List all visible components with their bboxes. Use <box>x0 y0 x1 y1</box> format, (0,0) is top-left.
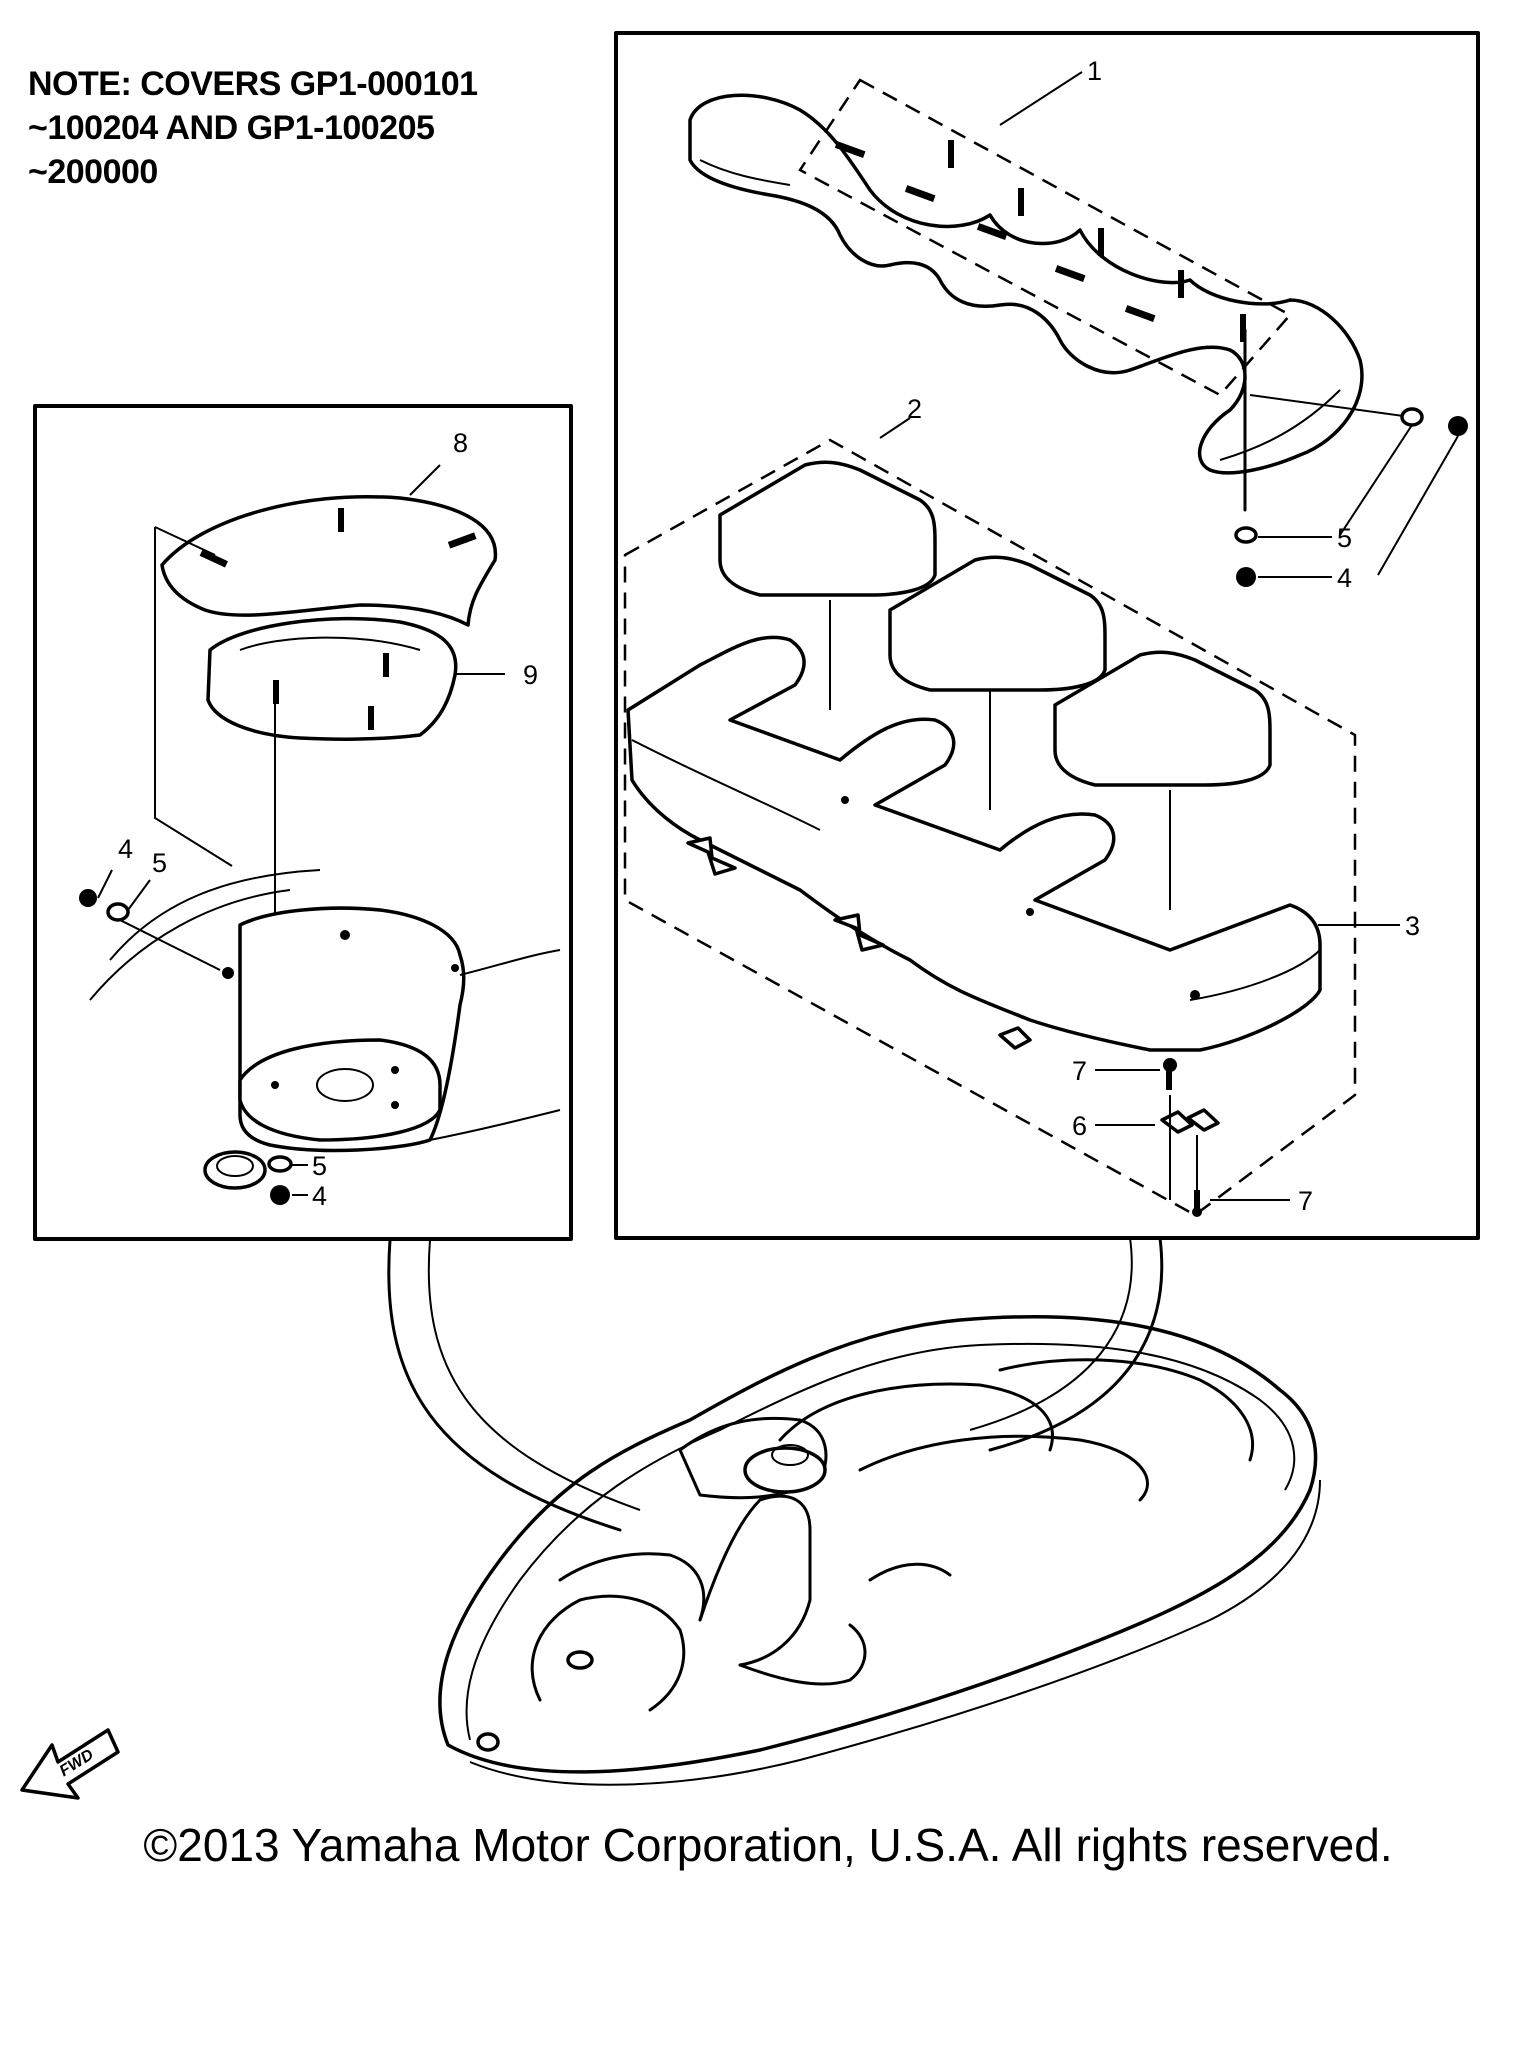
part-9-cushion <box>206 616 458 741</box>
callout-5-right: 5 <box>1337 523 1352 553</box>
note-line-2: ~100204 AND GP1-100205 <box>28 109 435 147</box>
callout-4-right: 4 <box>1337 563 1352 593</box>
left-detail-frame <box>33 404 573 1241</box>
note-text: NOTE: COVERS GP1-000101 ~100204 AND GP1-… <box>28 62 478 194</box>
right-detail-frame <box>614 31 1480 1240</box>
hardware-left <box>79 889 293 1205</box>
callout-7-bottom: 7 <box>1298 1186 1313 1216</box>
callout-5-bottom: 5 <box>312 1151 327 1181</box>
note-line-1: NOTE: COVERS GP1-000101 <box>28 65 478 103</box>
callout-4-bottom: 4 <box>312 1181 327 1211</box>
connector-left <box>387 1238 622 1532</box>
callout-3: 3 <box>1405 911 1420 941</box>
part-2-seat-cushions <box>718 460 1272 910</box>
callout-6: 6 <box>1072 1111 1087 1141</box>
callout-2: 2 <box>907 394 922 424</box>
part-3-seat-base <box>626 635 1322 1052</box>
callout-1: 1 <box>1087 56 1102 86</box>
part-1-backrest-cushion <box>688 78 1419 512</box>
left-seat-mount <box>89 869 561 1190</box>
callout-7-top: 7 <box>1072 1056 1087 1086</box>
callout-9: 9 <box>523 660 538 690</box>
part-8-cover <box>160 494 498 627</box>
fwd-arrow-icon: FWD <box>20 1728 120 1800</box>
part-2-outline-dashed <box>623 438 1357 1217</box>
hardware-washer-5-right <box>1234 407 1424 544</box>
callout-5-left: 5 <box>152 848 167 878</box>
copyright-text: ©2013 Yamaha Motor Corporation, U.S.A. A… <box>143 1819 1393 1871</box>
connector-right <box>988 1236 1164 1452</box>
backrest-studs <box>834 140 1246 342</box>
callout-4-left: 4 <box>118 834 133 864</box>
callout-8: 8 <box>453 428 468 458</box>
boat-hull <box>438 1314 1321 1786</box>
note-line-3: ~200000 <box>28 153 158 191</box>
part-7-screws <box>1163 1058 1202 1217</box>
hardware-nut-4-right <box>1236 416 1468 587</box>
